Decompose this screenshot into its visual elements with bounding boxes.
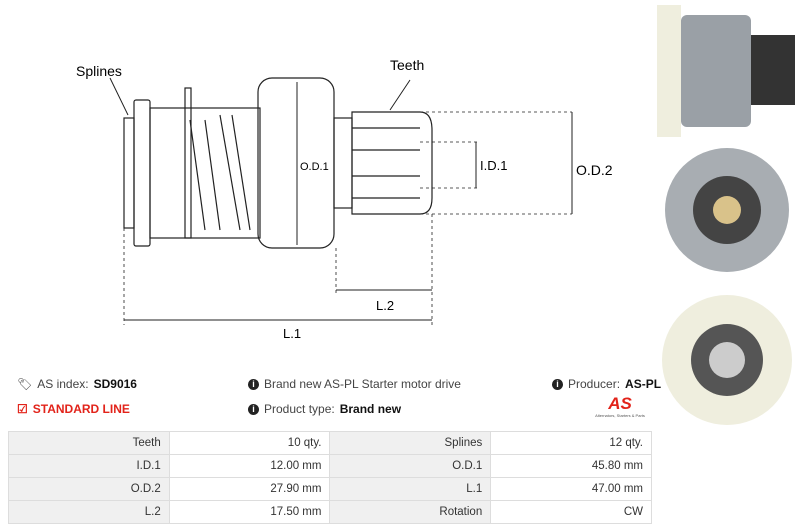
- spec-value: 27.90 mm: [168, 477, 331, 501]
- spec-value: 12 qty.: [490, 431, 652, 455]
- label-id1: I.D.1: [480, 158, 507, 173]
- checkbox-icon: ☑: [17, 402, 28, 416]
- spec-label: Rotation: [329, 500, 492, 524]
- label-l2: L.2: [376, 298, 394, 313]
- spec-label: Splines: [329, 431, 492, 455]
- info-icon: i: [552, 378, 563, 390]
- spec-value: 12.00 mm: [168, 454, 331, 478]
- product-photos: [657, 5, 795, 425]
- spec-label: Teeth: [8, 431, 170, 455]
- spec-value: 45.80 mm: [490, 454, 652, 478]
- spec-label: O.D.1: [329, 454, 492, 478]
- label-teeth: Teeth: [390, 57, 424, 73]
- label-l1: L.1: [283, 326, 301, 341]
- spec-label: L.1: [329, 477, 492, 501]
- label-splines: Splines: [76, 63, 122, 79]
- standard-line: ☑ STANDARD LINE: [17, 402, 130, 416]
- as-logo: AS Alternators, Starters & Parts: [595, 394, 645, 419]
- as-index: 🏷 AS index:SD9016: [17, 377, 137, 391]
- info-icon: i: [248, 378, 259, 390]
- spec-label: I.D.1: [8, 454, 170, 478]
- drawing-splines-end: [123, 117, 135, 229]
- label-od1: O.D.1: [300, 161, 329, 173]
- info-icon: i: [248, 403, 259, 415]
- spec-value: CW: [490, 500, 652, 524]
- spec-label: O.D.2: [8, 477, 170, 501]
- producer: i Producer:AS-PL: [552, 377, 661, 391]
- spec-label: L.2: [8, 500, 170, 524]
- technical-drawing: O.D.1 I.D.1 O.D.2 L.2 L.1 Splines Teeth: [76, 57, 613, 341]
- spec-value: 17.50 mm: [168, 500, 331, 524]
- spec-value: 47.00 mm: [490, 477, 652, 501]
- product-type: i Product type:Brand new: [248, 402, 401, 416]
- drawing-teeth: [351, 111, 433, 215]
- spec-value: 10 qty.: [168, 431, 331, 455]
- label-od2: O.D.2: [576, 162, 613, 178]
- tag-icon: 🏷: [17, 377, 33, 391]
- description: i Brand new AS-PL Starter motor drive: [248, 377, 461, 391]
